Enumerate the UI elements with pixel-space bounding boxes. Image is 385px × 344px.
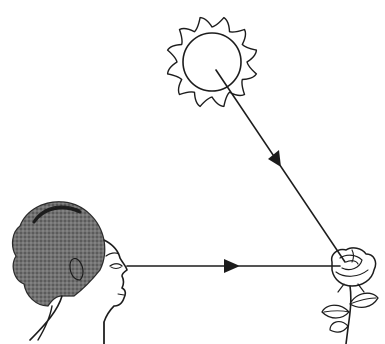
rose-flower-icon — [322, 248, 378, 344]
sun-icon — [168, 18, 257, 107]
ray-arrow-head-icon — [224, 259, 240, 273]
ray-arrow-head-icon — [268, 150, 281, 167]
light-ray-sun-to-rose — [216, 70, 345, 262]
girl-head-profile-icon — [13, 202, 127, 344]
light-ray-rose-to-eye — [127, 259, 340, 273]
